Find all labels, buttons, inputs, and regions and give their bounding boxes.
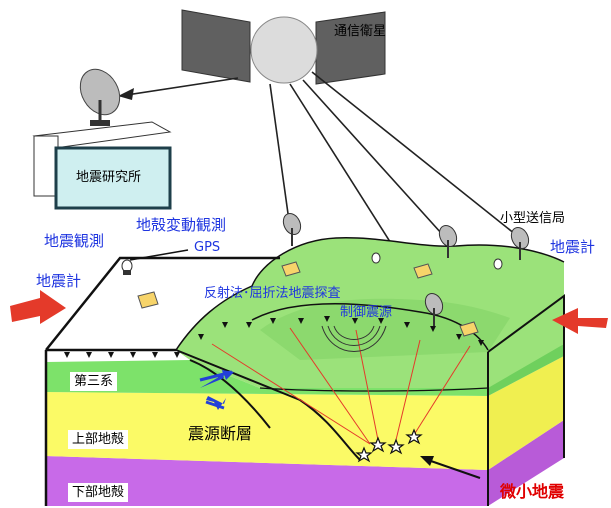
station-antenna-icons: [282, 212, 530, 326]
satellite-label: 通信衛星: [334, 24, 387, 39]
gps-label: GPS: [194, 240, 221, 255]
institute-label: 地震研究所: [76, 170, 142, 185]
seismometer-right-label: 地震計: [550, 238, 596, 256]
signal-arrowhead: [118, 88, 134, 100]
gps-bulb-icons: [371, 252, 503, 270]
seismic-rays: [211, 327, 471, 445]
microquake-pointer-arrow: [420, 456, 481, 479]
seismometer-left-label: 地震計: [36, 272, 82, 290]
tertiary-label: 第三系: [70, 372, 118, 391]
dish-antenna-icon: [79, 68, 121, 126]
gps-receiver-icon: [121, 259, 133, 275]
survey-label: 反射法･屈折法地震探査: [204, 286, 341, 301]
compression-arrow-left: [10, 290, 66, 324]
microquake-label: 微小地震: [500, 482, 565, 501]
lower-crust-label: 下部地殻: [68, 483, 129, 502]
fault-motion-arrows: [199, 370, 234, 410]
microquake-stars: [355, 428, 423, 463]
controlled-source-label: 制御震源: [340, 305, 393, 320]
satellite: [181, 9, 386, 85]
institute-building: [32, 121, 172, 210]
transmitter-boxes: [137, 261, 479, 337]
controlled-source-ripples: [321, 325, 387, 352]
ground-block: [44, 237, 565, 506]
seismometer-markers: [64, 316, 484, 358]
seis-obs-label: 地震観測: [44, 232, 105, 250]
crust-obs-pointer: [129, 249, 189, 261]
compression-arrow-right: [552, 308, 608, 334]
small-station-label: 小型送信局: [500, 211, 566, 226]
crust-obs-label: 地殻変動観測: [136, 216, 227, 234]
fault-label: 震源断層: [188, 424, 253, 443]
upper-crust-label: 上部地殻: [68, 430, 129, 449]
